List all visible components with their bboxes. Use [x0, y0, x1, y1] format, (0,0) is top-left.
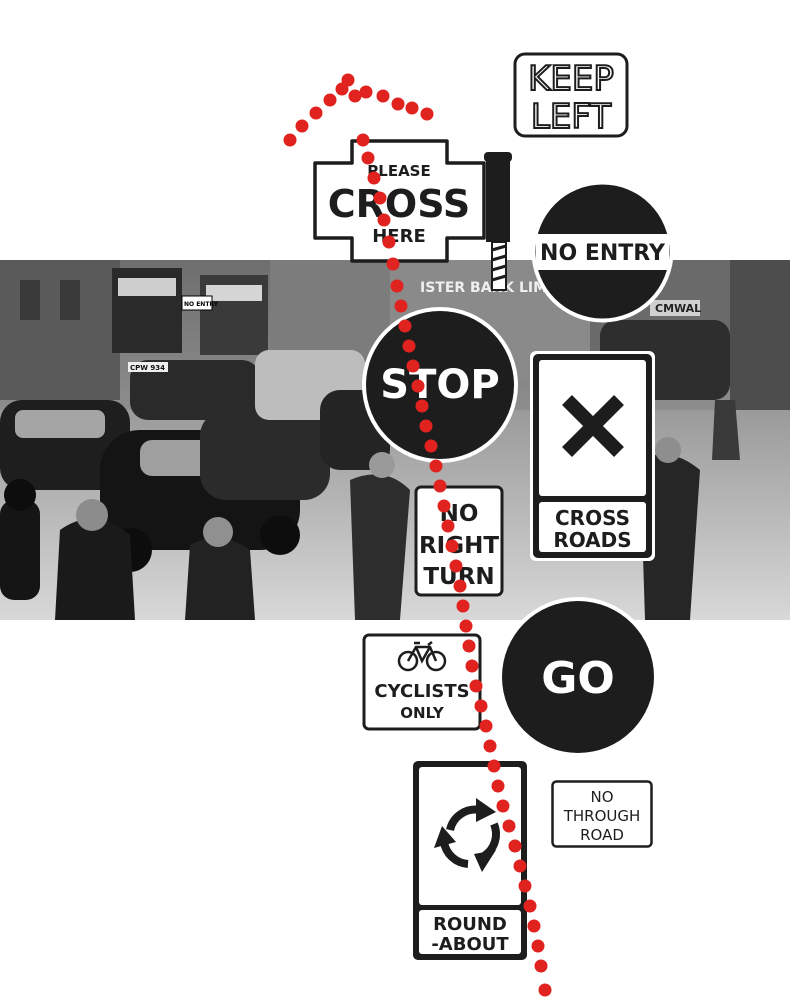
route-dot — [382, 235, 396, 249]
bank-sign-text: ISTER BANK LIMI — [420, 280, 552, 296]
route-dot — [405, 101, 419, 115]
route-dot — [538, 983, 552, 997]
roundabout-sign: ROUND -ABOUT — [410, 758, 530, 963]
route-dot — [513, 859, 527, 873]
route-dot — [406, 359, 420, 373]
route-dot — [456, 599, 470, 613]
route-dot — [367, 171, 381, 185]
no-entry-label: NO ENTRY — [540, 241, 666, 266]
cyclists-only-line2: ONLY — [400, 704, 445, 722]
route-dot — [453, 579, 467, 593]
please-cross-here-sign: PLEASE CROSS HERE — [312, 138, 487, 264]
route-dot — [348, 89, 362, 103]
route-dot — [386, 257, 400, 271]
store-sign-text: CMWAL — [655, 302, 701, 315]
route-dot — [445, 539, 459, 553]
cross-here-line2: CROSS — [328, 182, 470, 226]
roundabout-line2: -ABOUT — [431, 934, 509, 955]
roundabout-arrows-icon — [434, 798, 500, 872]
route-dot — [429, 459, 443, 473]
keep-left-sign: KEEP LEFT — [513, 52, 629, 138]
route-dot — [424, 439, 438, 453]
keep-left-line1: KEEP — [528, 59, 614, 99]
route-dot — [496, 799, 510, 813]
route-dot — [309, 106, 323, 120]
route-dot — [449, 559, 463, 573]
roundabout-line1: ROUND — [433, 914, 507, 935]
route-dot — [479, 719, 493, 733]
route-dot — [531, 939, 545, 953]
route-dot — [527, 919, 541, 933]
route-dot — [534, 959, 548, 973]
route-dot — [391, 97, 405, 111]
route-dot — [402, 339, 416, 353]
route-dot — [462, 639, 476, 653]
cross-roads-sign: CROSS ROADS — [529, 350, 656, 562]
route-dot — [390, 279, 404, 293]
no-through-road-sign: NO THROUGH ROAD — [551, 780, 653, 848]
route-dot — [433, 479, 447, 493]
route-dot — [377, 213, 391, 227]
route-dot — [419, 419, 433, 433]
no-through-road-line3: ROAD — [580, 826, 624, 844]
cross-roads-line2: ROADS — [553, 528, 631, 552]
route-dot — [420, 107, 434, 121]
route-dot — [394, 299, 408, 313]
route-dot — [474, 699, 488, 713]
keep-left-line2: LEFT — [531, 97, 611, 137]
route-dot — [283, 133, 297, 147]
plate-text: CPW 934 — [130, 364, 165, 372]
route-dot — [491, 779, 505, 793]
route-dot — [459, 619, 473, 633]
route-dot — [415, 399, 429, 413]
route-dot — [376, 89, 390, 103]
cyclists-only-sign: CYCLISTS ONLY — [362, 633, 482, 731]
route-dot — [373, 191, 387, 205]
route-dot — [518, 879, 532, 893]
stop-label: STOP — [380, 362, 499, 408]
route-dot — [469, 679, 483, 693]
go-sign: GO — [497, 596, 659, 758]
route-dot — [361, 151, 375, 165]
route-dot — [437, 499, 451, 513]
cyclists-only-line1: CYCLISTS — [374, 681, 469, 702]
route-dot — [295, 119, 309, 133]
route-dot — [465, 659, 479, 673]
route-dot — [483, 739, 497, 753]
no-through-road-line2: THROUGH — [563, 807, 641, 825]
no-through-road-line1: NO — [590, 788, 613, 806]
route-dot — [359, 85, 373, 99]
route-dot — [323, 93, 337, 107]
street-photo-illustration: ISTER BANK LIMI NO ENTRY CMWAL CPW 934 — [0, 260, 790, 620]
route-dot — [487, 759, 501, 773]
cross-here-line1: PLEASE — [367, 162, 430, 180]
bus-sign-text: NO ENTRY — [184, 301, 219, 308]
route-dot — [523, 899, 537, 913]
route-dot — [398, 319, 412, 333]
route-dot — [411, 379, 425, 393]
go-label: GO — [541, 653, 615, 704]
bicycle-icon — [397, 641, 447, 672]
no-entry-sign: NO ENTRY — [530, 179, 675, 324]
street-photo: ISTER BANK LIMI NO ENTRY CMWAL CPW 934 — [0, 260, 790, 620]
route-dot — [356, 133, 370, 147]
cross-x-icon — [562, 395, 624, 457]
no-right-turn-line2: RIGHT — [419, 533, 499, 559]
cross-roads-line1: CROSS — [555, 506, 630, 530]
route-dot — [441, 519, 455, 533]
route-dots — [283, 73, 552, 997]
route-dot — [341, 73, 355, 87]
route-dot — [502, 819, 516, 833]
route-dot — [508, 839, 522, 853]
beacon-post-icon — [478, 150, 518, 292]
